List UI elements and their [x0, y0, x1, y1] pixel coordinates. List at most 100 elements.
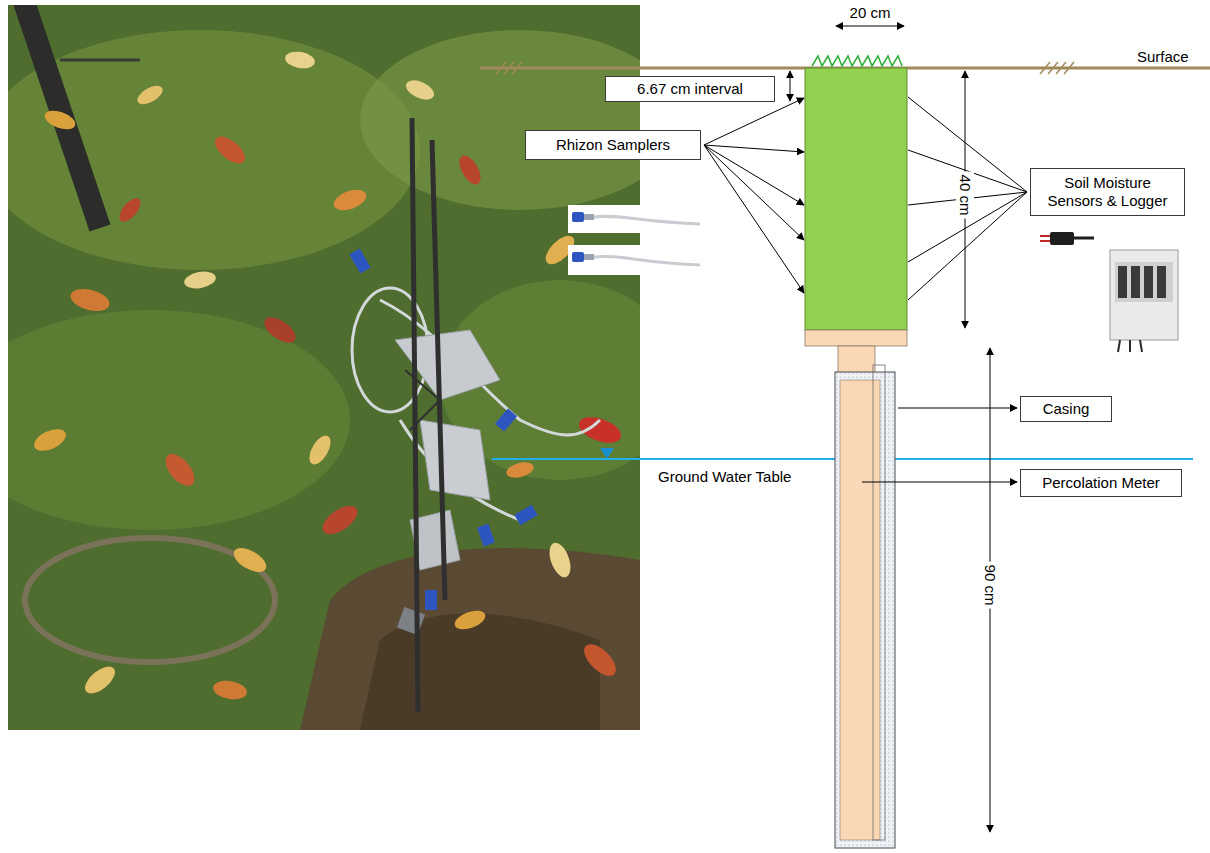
field-photo-part [425, 590, 437, 610]
field-photo-part [495, 408, 517, 431]
field-photo-part [300, 548, 640, 730]
water-table-label: Ground Water Table [658, 468, 791, 486]
rhizon-picture-part [568, 205, 702, 233]
leader-lines-part [704, 145, 804, 293]
dimension-label: 40 cm [956, 172, 974, 219]
field-photo-part [452, 607, 488, 633]
leader-lines-part [862, 482, 1017, 483]
casing-part [835, 372, 895, 848]
dimension-label: 20 cm [850, 4, 891, 22]
sensor-picture-part [1050, 232, 1074, 245]
callout-text: 6.67 cm interval [637, 80, 743, 98]
field-photo-part [212, 678, 249, 702]
field-photo-part [576, 412, 625, 448]
logger-picture [1110, 250, 1178, 352]
field-photo-part [514, 505, 537, 525]
field-photo-part [360, 614, 600, 730]
rhizon-picture-part [568, 245, 702, 275]
field-photo-part [349, 248, 370, 273]
field-photo [8, 5, 640, 730]
field-photo-part [210, 132, 249, 169]
field-photo-part [505, 460, 536, 481]
field-photo-part [260, 312, 300, 347]
field-photo-part [545, 540, 574, 580]
field-photo-part [360, 30, 640, 210]
field-photo-part [68, 285, 112, 315]
field-photo-part [405, 370, 440, 430]
field-photo-part [477, 524, 495, 547]
water-table-part [600, 448, 614, 459]
sensor-picture-part [1074, 237, 1094, 240]
soil-column-part [805, 68, 907, 330]
rhizon-picture-part [572, 212, 584, 222]
field-photo-part [432, 140, 445, 600]
logger-picture-part [1144, 266, 1153, 298]
field-photo-part [331, 186, 369, 215]
casing-part [873, 365, 885, 840]
leader-lines-part [704, 98, 804, 145]
soil-column [805, 56, 907, 376]
soil-column-part [805, 330, 907, 346]
leader-lines-part [898, 408, 1017, 409]
sensor-picture [1040, 232, 1094, 245]
field-photo-part [25, 538, 275, 662]
field-photo-part [8, 310, 350, 530]
ground-surface-part [496, 62, 1074, 74]
rhizon-picture [568, 205, 702, 275]
field-photo-part [60, 59, 140, 62]
field-photo-part [284, 50, 316, 71]
callout-box: Soil Moisture Sensors & Logger [1030, 168, 1185, 216]
callout-text: Soil Moisture Sensors & Logger [1038, 174, 1177, 210]
rhizon-picture-part [572, 252, 584, 262]
field-photo-part [116, 195, 145, 225]
field-photo-part [318, 500, 362, 539]
field-photo-part [183, 269, 217, 290]
logger-picture-part [1118, 266, 1127, 298]
field-photo-part [160, 449, 200, 491]
field-photo-part [42, 107, 78, 133]
rhizon-picture-part [584, 254, 594, 260]
field-photo-part [412, 118, 418, 712]
sensor-picture-part [1040, 240, 1050, 242]
dimension-label: 90 cm [981, 562, 999, 609]
dimension-lines-part [836, 26, 904, 27]
field-photo-part [230, 543, 270, 577]
callout-box: Rhizon Samplers [525, 130, 701, 160]
callout-box: Percolation Meter [1020, 469, 1182, 497]
logger-picture-part [1118, 340, 1142, 352]
rhizon-picture-part [594, 216, 700, 224]
field-photo-part [305, 432, 335, 468]
field-photo-part [403, 76, 437, 103]
field-photo-part [420, 420, 490, 500]
logger-picture-part [1131, 266, 1140, 298]
leader-lines-part [704, 145, 804, 152]
sensor-picture-part [1040, 235, 1050, 237]
field-photo-part [395, 330, 500, 400]
field-photo-part [134, 82, 165, 108]
surface-label: Surface [1137, 48, 1189, 66]
rhizon-picture-part [594, 256, 700, 265]
leader-lines-part [704, 145, 804, 205]
field-photo-part [20, 5, 100, 228]
leader-lines [704, 97, 1027, 482]
field-photo-part [397, 607, 425, 635]
rhizon-picture-part [584, 214, 594, 220]
callout-text: Percolation Meter [1042, 474, 1160, 492]
dimension-lines [790, 26, 990, 832]
callout-box: Casing [1020, 396, 1112, 422]
logger-picture-part [1157, 266, 1166, 298]
logger-picture-part [1115, 262, 1173, 302]
interval-callout: 6.67 cm interval [605, 76, 775, 102]
callout-text: Casing [1043, 400, 1090, 418]
callout-text: Rhizon Samplers [556, 136, 670, 154]
field-photo-part [579, 639, 621, 681]
logger-picture-part [1110, 250, 1178, 340]
field-photo-part [80, 662, 119, 699]
dimension-lines-part [790, 71, 791, 101]
field-photo-part [455, 152, 485, 188]
casing [835, 365, 895, 848]
field-photo-part [31, 425, 69, 456]
soil-column-part [812, 56, 902, 66]
